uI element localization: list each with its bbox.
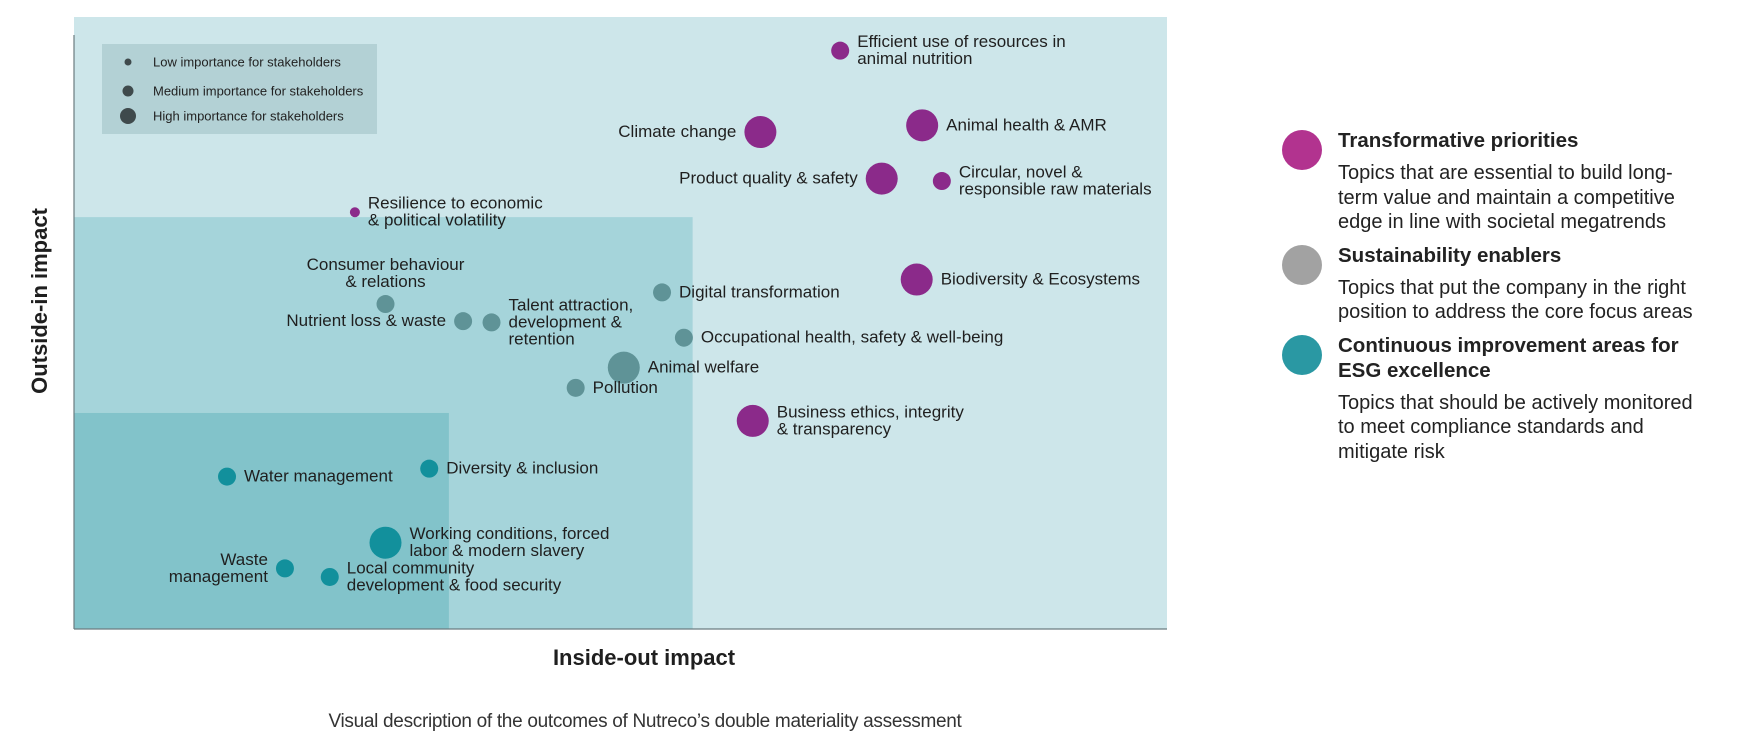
data-label: Animal welfare bbox=[648, 358, 760, 377]
data-label: Business ethics, integrity& transparency bbox=[777, 402, 965, 438]
size-legend-marker-2 bbox=[122, 85, 134, 97]
data-point bbox=[376, 295, 395, 314]
data-point bbox=[653, 283, 672, 302]
data-label: Pollution bbox=[593, 378, 658, 397]
data-point bbox=[674, 328, 693, 347]
data-point bbox=[218, 467, 237, 486]
legend-swatch bbox=[1282, 130, 1322, 170]
data-point bbox=[932, 172, 951, 191]
data-point bbox=[369, 526, 402, 559]
legend-description: Topics that are essential to build long-… bbox=[1338, 162, 1675, 233]
data-label: Product quality & safety bbox=[679, 169, 858, 188]
size-legend-marker-3 bbox=[120, 108, 136, 124]
size-legend-box bbox=[102, 44, 377, 134]
data-label: Consumer behaviour& relations bbox=[307, 255, 465, 291]
size-legend-label: Medium importance for stakeholders bbox=[153, 84, 364, 99]
data-point bbox=[736, 404, 769, 437]
data-label: Nutrient loss & waste bbox=[286, 311, 446, 330]
legend-title: Sustainability enablers bbox=[1338, 243, 1562, 267]
size-legend-label: High importance for stakeholders bbox=[153, 109, 344, 124]
chart-axes bbox=[73, 35, 1167, 630]
data-label: Digital transformation bbox=[679, 282, 840, 301]
data-point bbox=[865, 162, 898, 195]
data-label: Climate change bbox=[618, 122, 736, 141]
data-point bbox=[320, 567, 339, 586]
x-axis-title: Inside-out impact bbox=[553, 645, 736, 670]
data-point bbox=[831, 41, 850, 60]
y-axis-title: Outside-in impact bbox=[27, 207, 52, 393]
data-point bbox=[900, 263, 933, 296]
data-points bbox=[218, 41, 951, 586]
data-point bbox=[349, 207, 360, 218]
legend-swatch bbox=[1282, 244, 1322, 285]
zone-inner bbox=[74, 412, 449, 629]
data-label: Water management bbox=[244, 467, 393, 486]
legend-title: Continuous improvement areas for ESG exc… bbox=[1338, 333, 1679, 382]
size-legend-label: Low importance for stakeholders bbox=[153, 55, 341, 70]
legend-swatch bbox=[1282, 334, 1322, 375]
legend-title: Transformative priorities bbox=[1338, 129, 1579, 152]
data-label: Biodiversity & Ecosystems bbox=[941, 270, 1140, 289]
impact-zones bbox=[74, 17, 1167, 629]
figure-caption: Visual description of the outcomes of Nu… bbox=[328, 711, 962, 732]
data-label: Circular, novel &responsible raw materia… bbox=[959, 163, 1152, 199]
data-point bbox=[482, 313, 501, 332]
data-label: Occupational health, safety & well-being bbox=[701, 328, 1003, 347]
data-label: Talent attraction,development &retention bbox=[509, 295, 634, 348]
data-label: Resilience to economic& political volati… bbox=[368, 194, 543, 230]
data-label: Animal health & AMR bbox=[946, 115, 1107, 134]
legend-item-continuous: Continuous improvement areas for ESG exc… bbox=[1282, 333, 1702, 465]
legend-description: Topics that put the company in the right… bbox=[1338, 276, 1693, 324]
data-point bbox=[744, 116, 777, 149]
data-label: Diversity & inclusion bbox=[446, 459, 598, 478]
legend-description: Topics that should be actively monitored… bbox=[1338, 391, 1693, 463]
data-point bbox=[454, 312, 473, 331]
data-point bbox=[566, 378, 585, 397]
data-point bbox=[275, 559, 294, 578]
data-point bbox=[420, 459, 439, 478]
data-point bbox=[607, 351, 640, 384]
size-legend-marker-1 bbox=[124, 58, 132, 66]
data-point bbox=[906, 109, 939, 142]
